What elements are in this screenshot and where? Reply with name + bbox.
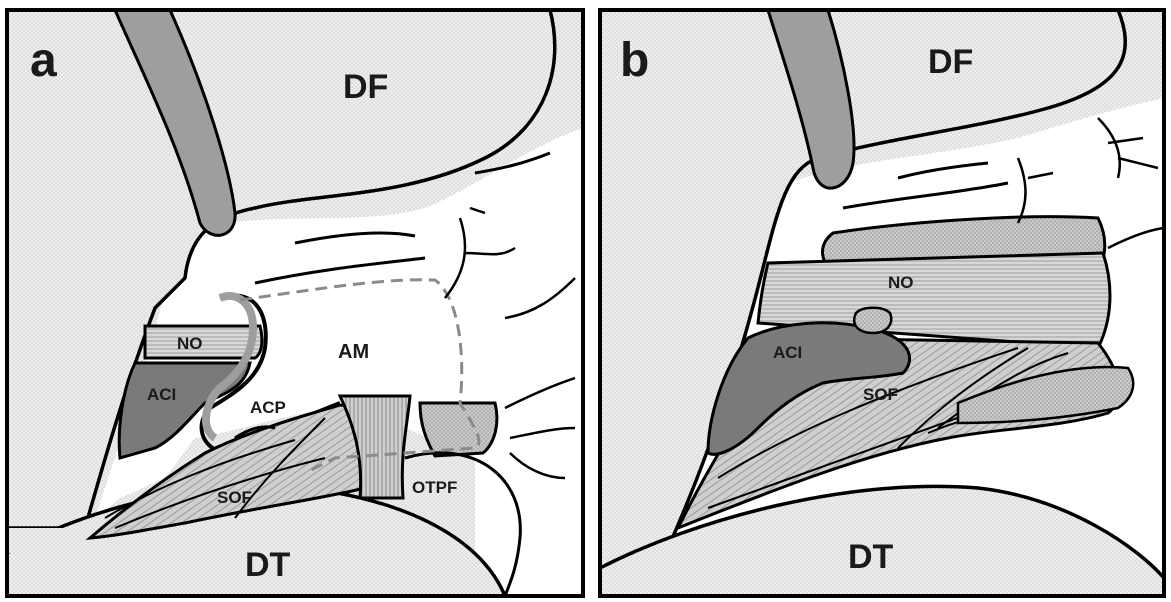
panel-b-letter: b: [620, 34, 649, 87]
label-no: NO: [177, 334, 203, 353]
label-sof: SOF: [863, 385, 898, 404]
panel-b: b DF DT NO ACI SOF: [598, 8, 1166, 598]
label-sof: SOF: [217, 488, 252, 507]
label-no: NO: [888, 273, 914, 292]
label-am: AM: [338, 341, 369, 363]
clinoid-remnant: [854, 308, 891, 333]
panel-a: a DF DT NO ACI ACP AM SOF OTPF: [5, 8, 585, 598]
label-df: DF: [343, 68, 388, 106]
label-dt: DT: [848, 538, 894, 576]
panel-a-diagram: a DF DT NO ACI ACP AM SOF OTPF: [5, 8, 585, 598]
panel-a-letter: a: [30, 34, 57, 87]
lateral-process: [420, 403, 497, 456]
label-df: DF: [928, 43, 973, 81]
panel-b-diagram: b DF DT NO ACI SOF: [598, 8, 1166, 598]
label-otpf: OTPF: [412, 478, 457, 497]
label-acp: ACP: [250, 398, 286, 417]
label-dt: DT: [245, 546, 291, 584]
label-aci: ACI: [773, 343, 802, 362]
label-aci: ACI: [147, 385, 176, 404]
